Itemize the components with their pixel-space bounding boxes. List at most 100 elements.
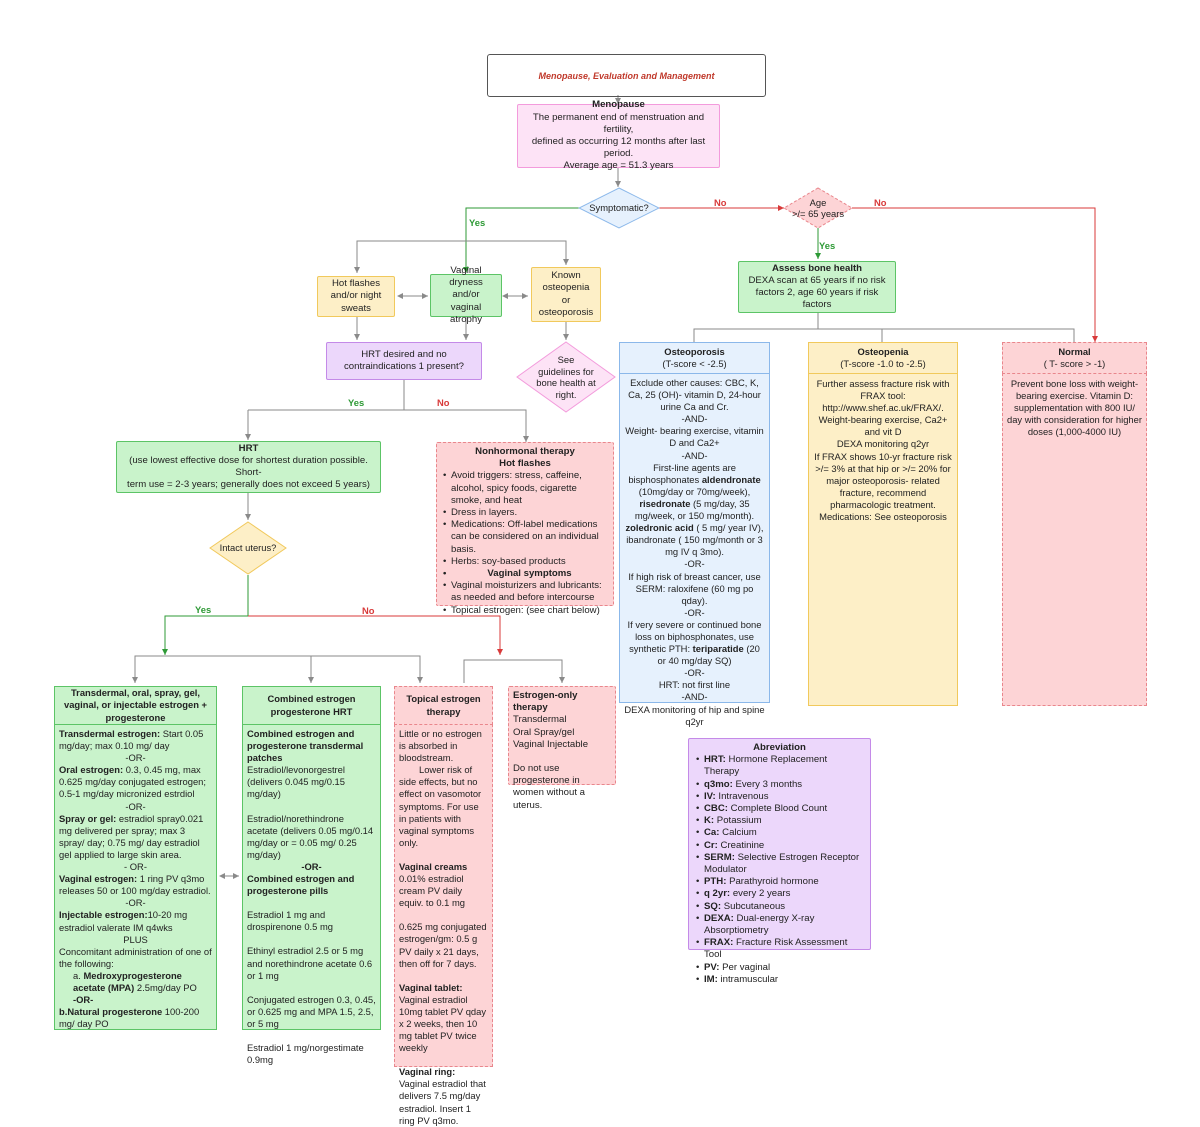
combined-text: Conjugated estrogen 0.3, 0.45, or 0.625 … — [247, 993, 376, 1029]
drug-name: risedronate — [639, 497, 691, 509]
menopause-line: The permanent end of menstruation and fe… — [532, 111, 705, 135]
abbreviation-key: IM: — [704, 973, 718, 985]
label-yes-symptomatic: Yes — [469, 217, 486, 228]
label-no-symptomatic: No — [714, 197, 727, 208]
vaginal-subheading: Vaginal symptoms — [443, 568, 608, 580]
or-separator: -OR- — [125, 800, 146, 812]
page-title: Menopause, Evaluation and Management — [487, 54, 766, 97]
abbreviation-value: intramuscular — [720, 973, 779, 985]
label-yes-uterus: Yes — [195, 604, 212, 615]
osteoporosis-text: -AND- — [681, 413, 708, 425]
age-text-2: >/= 65 years — [791, 208, 845, 219]
bone-heading: Assess bone health — [771, 262, 863, 274]
normal-body: Prevent bone loss with weight-bearing ex… — [1002, 373, 1147, 706]
osteopenia-body: Further assess fracture risk with FRAX t… — [808, 373, 958, 706]
abbreviation-item: Cr: Creatinine — [696, 839, 864, 852]
see-guidelines-text: guidelines for — [538, 365, 594, 377]
osteopenia-text: Weight-bearing exercise, Ca2+ and vit D — [818, 414, 948, 438]
menopause-line: Average age = 51.3 years — [563, 160, 674, 172]
see-guidelines-text: right. — [555, 388, 577, 400]
combined-header: Combined estrogen progesterone HRT — [242, 686, 381, 725]
osteoporosis-text: Weight- bearing exercise, vitamin D and … — [625, 425, 764, 449]
item-label: Vaginal estrogen: — [59, 873, 138, 885]
osteoporosis-text: ( 5 mg/ year IV), ibandronate ( 150 mg/m… — [626, 522, 764, 558]
known-osteopenia-box: Known osteopenia or osteoporosis — [531, 267, 601, 322]
estrogen-only-heading: Estrogen-only therapy — [513, 690, 578, 714]
topical-text: Vaginal estradiol that delivers 7.5 mg/d… — [399, 1078, 486, 1126]
combined-text: Estradiol/norethindrone acetate (deliver… — [247, 812, 374, 860]
abbreviation-key: PTH: — [704, 876, 727, 888]
transdermal-item: Transdermal estrogen: Start 0.05 mg/day;… — [59, 728, 212, 752]
hrt-line: term use = 2-3 years; generally does not… — [127, 479, 370, 491]
abbreviation-value: Selective Estrogen Receptor Modulator — [704, 851, 860, 876]
osteoporosis-text: -AND- — [681, 449, 708, 461]
osteoporosis-text: -OR- — [684, 606, 705, 618]
abbreviation-item: SQ: Subcutaneous — [696, 901, 864, 913]
abbreviation-item: SERM: Selective Estrogen Receptor Modula… — [696, 851, 864, 876]
normal-heading: Normal — [1058, 345, 1091, 357]
abbreviation-item: PTH: Parathyroid hormone — [696, 876, 864, 888]
transdermal-panel: Transdermal, oral, spray, gel, vaginal, … — [54, 686, 217, 1030]
item-text: 100-200 mg/ day PO — [59, 1006, 200, 1030]
transdermal-item: Oral estrogen: 0.3, 0.45 mg, max 0.625 m… — [59, 764, 212, 800]
title-text: Menopause, Evaluation and Management — [538, 70, 715, 81]
normal-sub: ( T- score > -1) — [1043, 358, 1106, 369]
abbreviation-item: Ca: Calcium — [696, 827, 864, 839]
or-separator: -OR- — [301, 860, 322, 872]
osteoporosis-text: First-line agents are bisphosphonates — [628, 461, 736, 485]
symptomatic-text: Symptomatic? — [589, 202, 649, 214]
symptomatic-decision: Symptomatic? — [578, 187, 660, 229]
topical-subheading: Vaginal ring: — [399, 1066, 456, 1078]
list-item: Vaginal moisturizers and lubricants: as … — [443, 580, 608, 604]
vaginal-dryness-box: Vaginal dryness and/or vaginal atrophy — [430, 265, 502, 325]
edge-uterus-yes — [162, 575, 249, 655]
osteoporosis-text: (20 or 40 mg/day SQ) — [657, 643, 760, 667]
estrogen-only-text: Do not use progesterone in women without… — [513, 763, 585, 811]
or-separator: -OR- — [73, 994, 94, 1006]
topical-text: Little or no estrogen is absorbed in blo… — [399, 728, 482, 764]
abbreviation-box: Abreviation HRT: Hormone Replacement The… — [688, 738, 871, 986]
hot-flashes-box: Hot flashes and/or night sweats — [317, 276, 395, 317]
abbreviation-item: HRT: Hormone Replacement Therapy — [696, 754, 864, 778]
abbreviation-item: CBC: Complete Blood Count — [696, 803, 864, 815]
abbreviation-heading: Abreviation — [753, 742, 806, 753]
abbreviation-value: Intravenous — [718, 790, 769, 802]
drug-name: teriparatide — [692, 643, 744, 655]
hot-flashes-text: Hot flashes — [332, 278, 380, 290]
hot-flashes-subheading: Hot flashes — [499, 458, 551, 470]
item-label: Oral estrogen: — [59, 764, 124, 776]
nonhormonal-heading: Nonhormonal therapy — [475, 446, 575, 457]
abbreviation-key: Cr: — [704, 839, 718, 851]
abbreviation-item: K: Potassium — [696, 815, 864, 827]
drug-name: zoledronic acid — [625, 522, 694, 534]
abbreviation-key: K: — [704, 815, 715, 827]
osteopenia-text: Medications: See osteoporosis — [819, 511, 947, 523]
abbreviation-key: HRT: — [704, 754, 726, 766]
bone-line: factors 2, age 60 years if risk factors — [755, 287, 879, 311]
age-text-1: Age — [809, 196, 827, 208]
uterus-decision: Intact uterus? — [209, 521, 287, 575]
label-no-age: No — [874, 197, 887, 208]
osteopenia-heading: Osteopenia — [857, 345, 909, 357]
estrogen-only-text: Vaginal Injectable — [513, 738, 589, 750]
osteoporosis-pth: If very severe or continued bone loss on… — [624, 619, 765, 667]
item-text: estradiol spray0.021 mg delivered per sp… — [59, 812, 204, 860]
osteoporosis-text: If high risk of breast cancer, use SERM:… — [628, 570, 761, 606]
topical-panel: Topical estrogen therapy Little or no es… — [394, 686, 493, 1126]
osteoporosis-heading: Osteoporosis — [664, 345, 725, 357]
bone-line: DEXA scan at 65 years if no risk — [748, 274, 886, 286]
osteoporosis-firstline: First-line agents are bisphosphonates al… — [624, 462, 765, 559]
osteoporosis-text: -OR- — [684, 558, 705, 570]
topical-header: Topical estrogen therapy — [394, 686, 493, 725]
abbreviation-value: Hormone Replacement Therapy — [704, 754, 828, 778]
topical-ring: Vaginal ring: Vaginal estradiol that del… — [399, 1066, 488, 1126]
progesterone-option-a: a. Medroxyprogesterone acetate (MPA) 2.5… — [59, 970, 212, 994]
hrt-desired-text: contraindications 1 present? — [344, 361, 464, 372]
abbreviation-value: Complete Blood Count — [730, 803, 828, 815]
topical-text: Lower risk of side effects, but no effec… — [399, 764, 482, 848]
item-label: Medroxyprogesterone acetate (MPA) — [73, 969, 182, 993]
item-label: Transdermal estrogen: — [59, 728, 161, 739]
combined-body: Combined estrogen and progesterone trans… — [242, 724, 381, 1065]
item-text: 0.3, 0.45 mg, max 0.625 mg/day conjugate… — [59, 764, 206, 800]
osteoporosis-text: DEXA monitoring of hip and spine q2yr — [624, 703, 765, 727]
